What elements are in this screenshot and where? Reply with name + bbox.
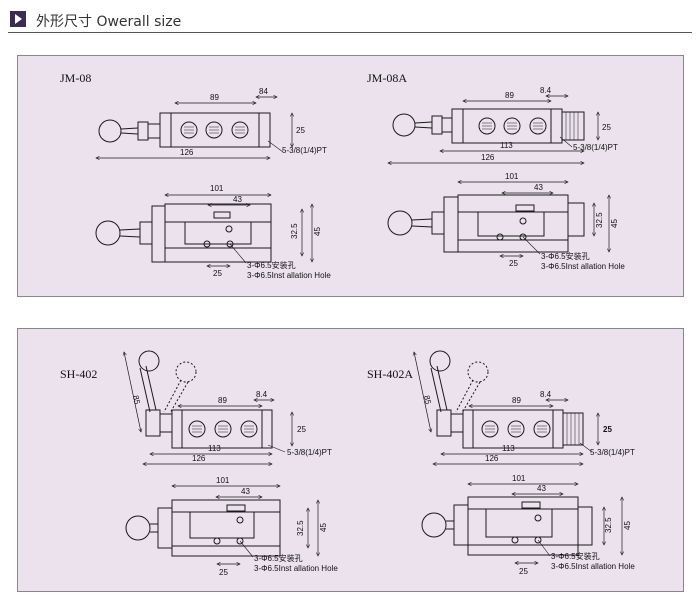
svg-text:3-Φ6.5Inst allation Hole: 3-Φ6.5Inst allation Hole — [254, 564, 338, 573]
svg-text:5-3/8(1/4)PT: 5-3/8(1/4)PT — [590, 448, 635, 457]
play-arrow-icon — [10, 11, 26, 27]
svg-text:113: 113 — [500, 141, 513, 150]
svg-text:25: 25 — [213, 269, 222, 278]
svg-text:25: 25 — [519, 567, 528, 576]
svg-text:45: 45 — [319, 523, 328, 532]
svg-text:32.5: 32.5 — [604, 517, 613, 533]
svg-text:126: 126 — [192, 454, 206, 463]
svg-text:25: 25 — [297, 425, 306, 434]
svg-text:84: 84 — [259, 87, 268, 96]
model-label-sh-402a: SH-402A — [367, 367, 413, 381]
svg-text:101: 101 — [512, 474, 526, 483]
svg-text:3-Φ6.5安装孔: 3-Φ6.5安装孔 — [541, 251, 590, 261]
svg-text:25: 25 — [296, 126, 305, 135]
drawing-jm-08: JM-08 89 84 25 126 5-3/8(1/4)PT — [60, 71, 331, 280]
svg-text:113: 113 — [502, 444, 515, 453]
svg-text:126: 126 — [481, 153, 495, 162]
svg-text:101: 101 — [210, 184, 224, 193]
svg-text:32.5: 32.5 — [296, 520, 305, 536]
header-divider — [8, 32, 692, 33]
svg-text:3-Φ6.5Inst allation Hole: 3-Φ6.5Inst allation Hole — [541, 262, 625, 271]
panel-jm-series — [17, 55, 684, 297]
svg-text:89: 89 — [505, 91, 514, 100]
svg-text:25: 25 — [603, 425, 612, 434]
svg-text:45: 45 — [623, 521, 632, 530]
svg-text:8.4: 8.4 — [540, 390, 552, 399]
svg-text:101: 101 — [216, 476, 230, 485]
svg-text:126: 126 — [485, 454, 499, 463]
svg-text:101: 101 — [505, 172, 519, 181]
svg-text:3-Φ6.5安装孔: 3-Φ6.5安装孔 — [551, 551, 600, 561]
svg-text:25: 25 — [219, 568, 228, 577]
svg-text:89: 89 — [512, 396, 521, 405]
model-label-jm-08: JM-08 — [60, 71, 91, 85]
handle-knob — [98, 119, 122, 143]
model-label-jm-08a: JM-08A — [367, 71, 407, 85]
section-header: 外形尺寸 Owerall size — [8, 8, 692, 32]
drawing-sh-402a: SH-402A 85 89 8.4 25 113 126 5-3/8(1/4)P… — [367, 350, 635, 576]
svg-text:126: 126 — [180, 148, 194, 157]
drawing-jm-08a: JM-08A 89 8.4 25 113 126 5-3/8(1/4)PT — [367, 71, 625, 271]
section-title: 外形尺寸 Owerall size — [36, 14, 182, 30]
svg-text:89: 89 — [210, 93, 219, 102]
svg-text:43: 43 — [534, 183, 543, 192]
svg-text:25: 25 — [602, 123, 611, 132]
svg-text:5-3/8(1/4)PT: 5-3/8(1/4)PT — [287, 448, 332, 457]
drawing-sh-402: SH-402 85 89 8.4 25 113 126 5-3/8(1/4)PT — [60, 350, 338, 577]
svg-text:45: 45 — [313, 227, 322, 236]
model-label-sh-402: SH-402 — [60, 367, 97, 381]
svg-text:32.5: 32.5 — [290, 223, 299, 239]
valve-body-front — [164, 203, 272, 263]
svg-text:3-Φ6.5安装孔: 3-Φ6.5安装孔 — [254, 553, 303, 563]
svg-text:8.4: 8.4 — [256, 390, 268, 399]
svg-text:8.4: 8.4 — [540, 86, 552, 95]
svg-text:43: 43 — [241, 487, 250, 496]
svg-text:3-Φ6.5安装孔: 3-Φ6.5安装孔 — [247, 260, 296, 270]
svg-text:32.5: 32.5 — [595, 212, 604, 228]
svg-text:3-Φ6.5Inst allation Hole: 3-Φ6.5Inst allation Hole — [551, 562, 635, 571]
svg-text:5-3/8(1/4)PT: 5-3/8(1/4)PT — [282, 146, 327, 155]
svg-text:43: 43 — [537, 484, 546, 493]
svg-text:25: 25 — [509, 259, 518, 268]
svg-text:43: 43 — [233, 195, 242, 204]
svg-text:85: 85 — [422, 395, 433, 406]
svg-text:89: 89 — [218, 396, 227, 405]
svg-text:45: 45 — [610, 219, 619, 228]
svg-text:85: 85 — [131, 395, 142, 406]
valve-body-side — [159, 112, 271, 148]
svg-text:3-Φ6.5Inst allation Hole: 3-Φ6.5Inst allation Hole — [247, 271, 331, 280]
svg-text:5-3/8(1/4)PT: 5-3/8(1/4)PT — [573, 143, 618, 152]
svg-text:113: 113 — [208, 444, 221, 453]
